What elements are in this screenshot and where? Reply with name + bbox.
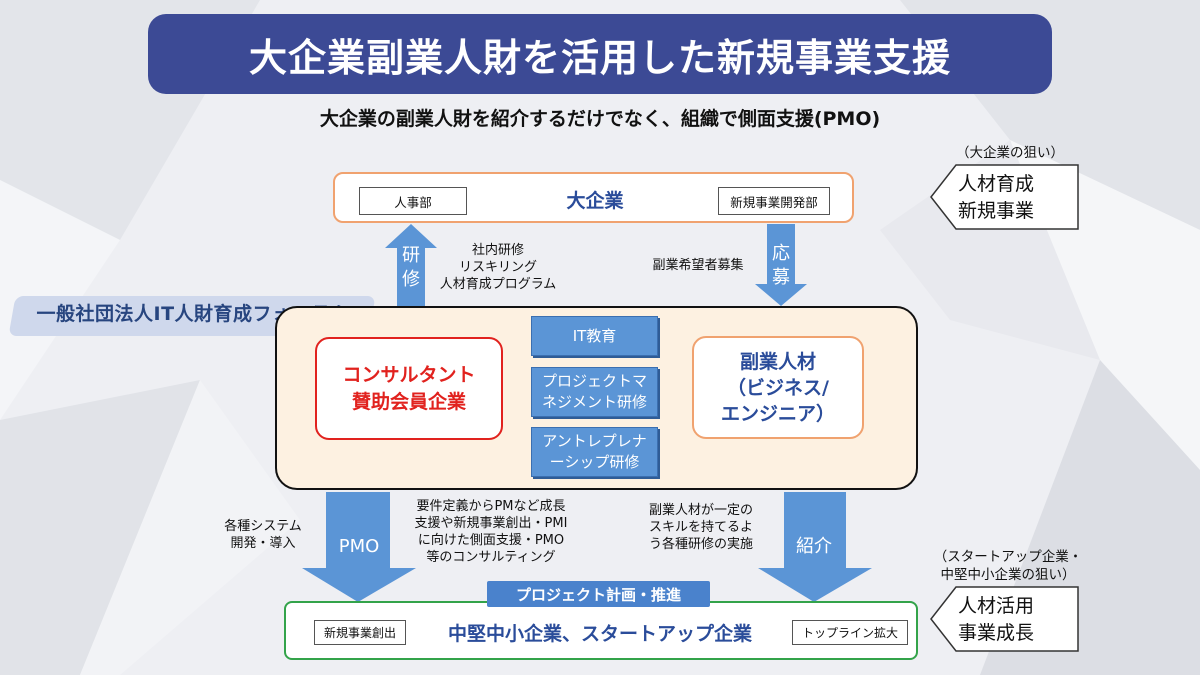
sme-goal-caption: （スタートアップ企業・ 中堅中小企業の狙い）: [918, 548, 1098, 584]
page-title: 大企業副業人財を活用した新規事業支援: [148, 14, 1052, 94]
training-arrow-label: 研 修: [397, 244, 425, 292]
sme-goal-line-2: 事業成長: [958, 622, 1035, 644]
large-company-name: 大企業: [566, 190, 624, 212]
course-it-education: IT教育: [531, 316, 658, 356]
course-line: ネジメント研修: [541, 393, 647, 411]
sme-caption-line-2: 中堅中小企業の狙い）: [940, 567, 1076, 583]
side-talent-box: 副業人材 （ビジネス/ エンジニア）: [692, 336, 864, 439]
apply-label-line-1: 応: [772, 243, 790, 264]
consultant-line-2: 賛助会員企業: [351, 390, 466, 413]
sme-name: 中堅中小企業、スタートアップ企業: [447, 623, 752, 645]
intro-note-line-1: 副業人材が一定の: [648, 503, 753, 518]
pmo-right-note-line-3: に向けた側面支援・PMO: [417, 533, 565, 548]
introduction-arrow: [758, 492, 872, 602]
training-note-line-3: 人材育成プログラム: [439, 277, 557, 292]
training-arrow: [385, 224, 437, 310]
pmo-arrow-label: PMO: [338, 536, 380, 557]
training-label-line-2: 修: [402, 269, 420, 290]
goal-line-1: 人材育成: [958, 173, 1035, 195]
sme-caption-line-1: （スタートアップ企業・: [933, 549, 1083, 565]
introduction-arrow-label: 紹介: [796, 536, 832, 557]
hr-department-label: 人事部: [359, 187, 467, 215]
sme-goal-line-1: 人材活用: [958, 595, 1035, 617]
training-note-line-1: 社内研修: [471, 243, 524, 258]
pmo-right-note-line-1: 要件定義からPMなど成長: [416, 499, 566, 514]
pmo-right-note-line-2: 支援や新規事業創出・PMI: [414, 516, 568, 531]
consultant-line-1: コンサルタント: [342, 363, 476, 386]
large-company-goal-callout: [930, 164, 1079, 230]
top-line-expansion-label: トップライン拡大: [792, 620, 908, 645]
apply-arrow-label: 応 募: [767, 242, 795, 290]
apply-note: 副業希望者募集: [652, 258, 744, 273]
course-line: IT教育: [572, 326, 617, 345]
pmo-right-note-line-4: 等のコンサルティング: [426, 550, 556, 565]
large-company-goal-text: 人材育成 新規事業: [958, 171, 1068, 225]
course-entrepreneurship: アントレプレナ ーシップ研修: [531, 427, 658, 477]
project-planning-banner: プロジェクト計画・推進: [487, 581, 710, 607]
forum-name: 一般社団法人IT人財育成フォーラム: [36, 303, 350, 325]
training-label-line-1: 研: [402, 245, 420, 266]
training-note-line-2: リスキリング: [458, 260, 537, 275]
course-line: アントレプレナ: [542, 432, 647, 450]
pmo-arrow: [302, 492, 416, 602]
new-business-dept-label: 新規事業開発部: [718, 187, 830, 215]
pmo-left-note: 各種システム 開発・導入: [213, 518, 313, 552]
side-talent-line-2: （ビジネス/: [727, 376, 829, 399]
sme-goal-text: 人材活用 事業成長: [958, 593, 1068, 647]
intro-note-line-2: スキルを持てるよ: [648, 520, 753, 535]
course-project-management: プロジェクトマ ネジメント研修: [531, 367, 658, 417]
pmo-right-note: 要件定義からPMなど成長 支援や新規事業創出・PMI に向けた側面支援・PMO …: [402, 498, 580, 566]
new-business-creation-label: 新規事業創出: [314, 620, 406, 645]
training-note: 社内研修 リスキリング 人材育成プログラム: [428, 242, 568, 293]
side-talent-line-1: 副業人材: [739, 350, 816, 373]
course-line: ーシップ研修: [549, 453, 640, 471]
apply-arrow: [755, 224, 807, 306]
goal-line-2: 新規事業: [958, 200, 1035, 222]
introduction-note: 副業人材が一定の スキルを持てるよ う各種研修の実施: [638, 502, 764, 553]
course-line: プロジェクトマ: [541, 372, 647, 390]
page-subtitle: 大企業の副業人財を紹介するだけでなく、組織で側面支援(PMO): [319, 108, 881, 130]
pmo-left-note-line-2: 開発・導入: [230, 536, 296, 551]
apply-label-line-2: 募: [772, 267, 790, 288]
consultant-box: コンサルタント 賛助会員企業: [315, 337, 503, 440]
pmo-left-note-line-1: 各種システム: [224, 519, 302, 534]
intro-note-line-3: う各種研修の実施: [648, 537, 753, 552]
sme-goal-callout: [930, 586, 1079, 652]
side-talent-line-3: エンジニア）: [720, 402, 835, 425]
large-company-goal-caption: （大企業の狙い）: [956, 145, 1064, 161]
